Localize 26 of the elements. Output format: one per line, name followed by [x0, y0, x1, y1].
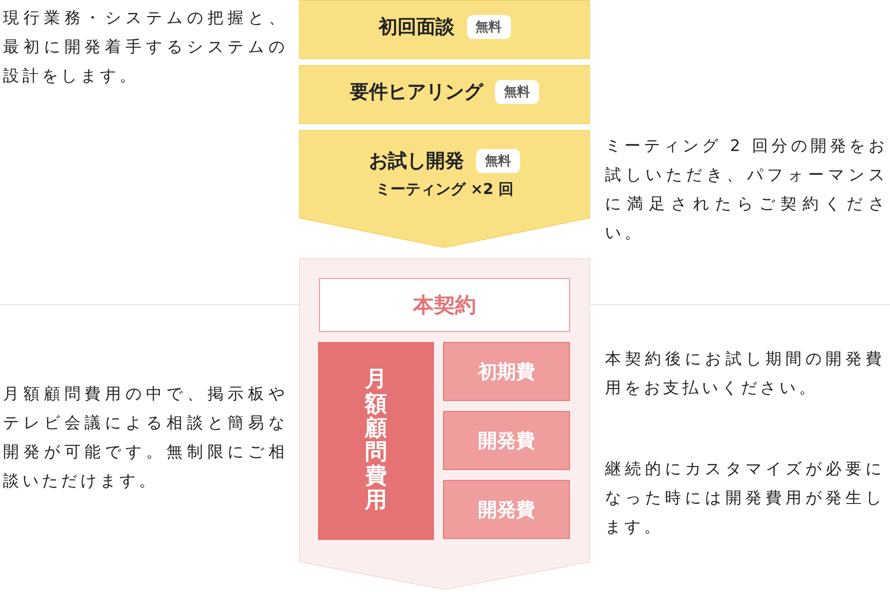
- cost-label: 初期費: [478, 360, 535, 384]
- step-title: 要件ヒアリング: [350, 80, 483, 105]
- description-text: ミーティング 2 回分の開発をお試しいただき、パフォーマンスに満足されたらご契約ください。: [605, 135, 888, 244]
- cost-label: 開発費: [478, 498, 535, 522]
- description-text: 月額顧問費用の中で、掲示板やテレビ会議による相談と簡易な開発が可能です。無制限にご相談いただけます。: [3, 383, 288, 492]
- step-detail: ミーティング ×2 回: [375, 180, 514, 199]
- contract-panel: [299, 258, 590, 590]
- step-title: 初回面談: [378, 15, 454, 40]
- free-badge: 無料: [466, 15, 510, 39]
- fee-column: [318, 342, 434, 540]
- step-box: [299, 130, 590, 248]
- cost-box: [443, 480, 570, 539]
- step-title: お試し開発: [369, 149, 464, 174]
- description-text: 現行業務・システムの把握と、最初に開発着手するシステムの設計をします。: [3, 7, 288, 87]
- contract-heading-box: [319, 278, 570, 332]
- step-box: [299, 0, 590, 59]
- description-text: 継続的にカスタマイズが必要になった時には開発費用が発生します。: [605, 458, 885, 538]
- cost-label: 開発費: [478, 428, 535, 454]
- cost-box: [443, 342, 570, 401]
- step-box: [299, 65, 590, 124]
- cost-box: [443, 411, 570, 470]
- free-badge: 無料: [476, 149, 520, 173]
- description-text: 本契約後にお試し期間の開発費用をお支払いください。: [605, 348, 885, 399]
- contract-heading: 本契約: [413, 292, 476, 319]
- fee-label: 月額顧問費用: [365, 368, 387, 514]
- free-badge: 無料: [495, 80, 539, 104]
